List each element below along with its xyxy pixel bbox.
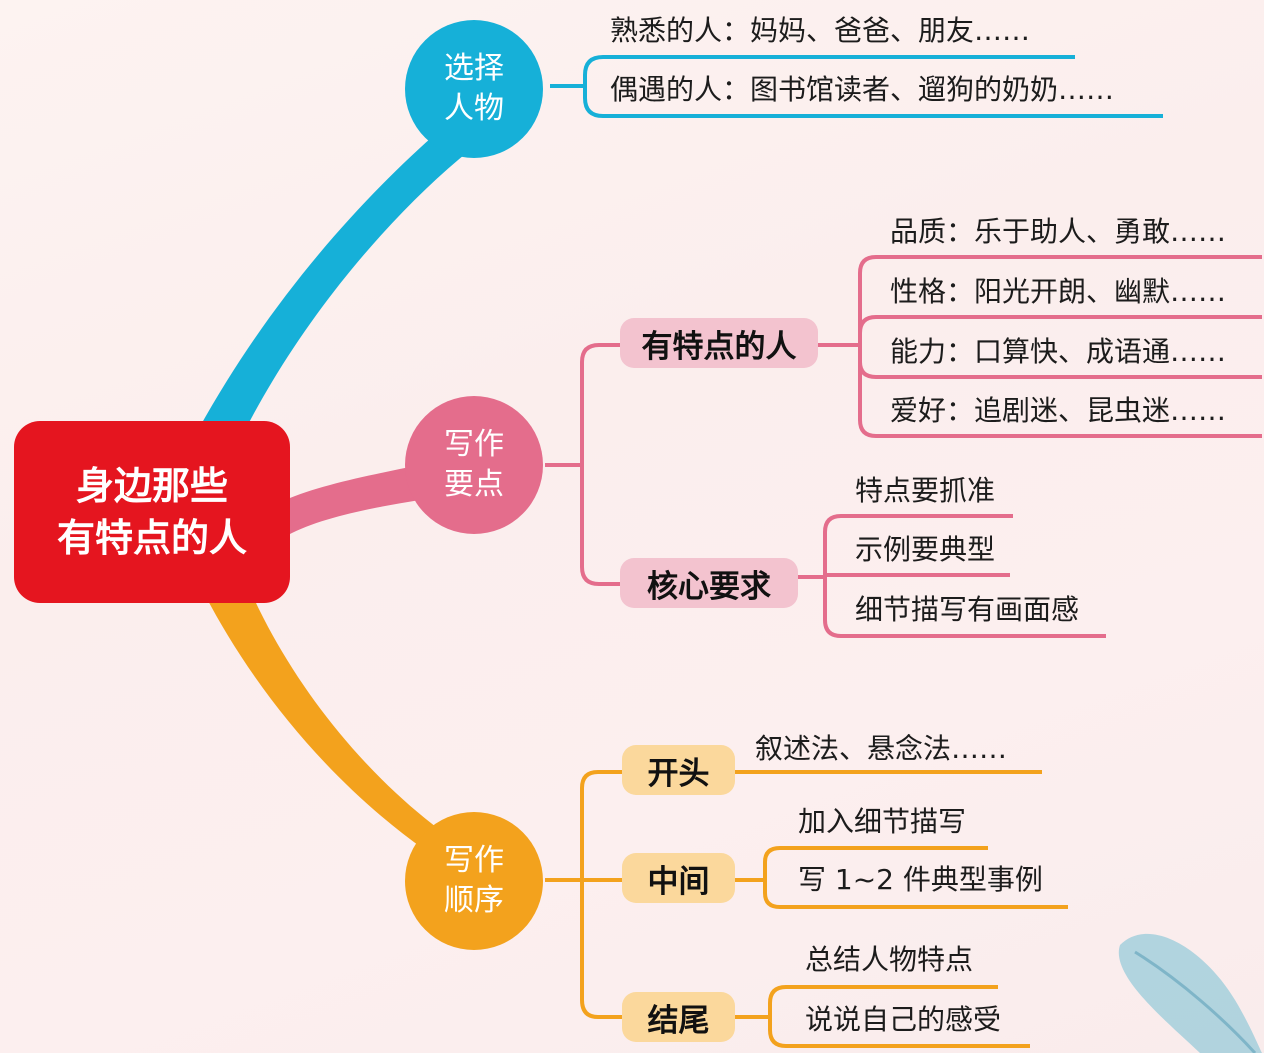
leaf-select-1: 熟悉的人：妈妈、爸爸、朋友…… bbox=[610, 14, 1031, 47]
leaf-core-2: 示例要典型 bbox=[855, 533, 996, 566]
trunk-orange bbox=[205, 590, 440, 850]
leaf-core-3: 细节描写有画面感 bbox=[855, 593, 1080, 626]
trunk-pink bbox=[285, 465, 420, 535]
leaf-middle-2: 写 1~2 件典型事例 bbox=[798, 863, 1043, 896]
root-node: 身边那些 有特点的人 bbox=[14, 421, 290, 603]
branch-order-line2: 顺序 bbox=[444, 883, 504, 918]
leaf-ending-2: 说说自己的感受 bbox=[805, 1003, 1002, 1036]
sub-node-core: 核心要求 bbox=[620, 558, 798, 608]
sub-node-opening: 开头 bbox=[622, 745, 735, 795]
pink-sub2-bracket bbox=[798, 514, 1106, 638]
leaf-decoration-icon bbox=[1118, 933, 1262, 1053]
pink-sub1-bracket bbox=[818, 255, 1262, 438]
sub-node-middle: 中间 bbox=[622, 853, 735, 903]
branch-points-node: 写作 要点 bbox=[405, 396, 543, 534]
leaf-features-4: 爱好：追剧迷、昆虫迷…… bbox=[890, 394, 1227, 427]
leaf-select-2: 偶遇的人：图书馆读者、遛狗的奶奶…… bbox=[610, 73, 1115, 106]
branch-select-line2: 人物 bbox=[444, 91, 504, 126]
root-line1: 身边那些 bbox=[75, 464, 228, 508]
branch-order-node: 写作 顺序 bbox=[405, 812, 543, 950]
sub-node-ending: 结尾 bbox=[622, 992, 735, 1042]
sub-node-features: 有特点的人 bbox=[620, 318, 818, 368]
root-line2: 有特点的人 bbox=[56, 516, 247, 560]
orange-bracket bbox=[545, 770, 622, 1019]
orange-sub2-bracket bbox=[735, 846, 1068, 909]
branch-select-node: 选择 人物 bbox=[405, 20, 543, 158]
leaf-core-1: 特点要抓准 bbox=[855, 474, 996, 507]
branch-select-line1: 选择 bbox=[444, 51, 504, 86]
leaf-features-3: 能力：口算快、成语通…… bbox=[890, 335, 1227, 368]
branch-points-line1: 写作 bbox=[444, 427, 504, 462]
leaf-features-2: 性格：阳光开朗、幽默…… bbox=[890, 275, 1227, 308]
orange-sub3-bracket bbox=[735, 985, 1030, 1048]
branch-points-line2: 要点 bbox=[444, 467, 504, 502]
leaf-middle-1: 加入细节描写 bbox=[798, 805, 967, 838]
pink-bracket bbox=[545, 343, 620, 586]
blue-bracket bbox=[550, 55, 1163, 118]
leaf-opening-1: 叙述法、悬念法…… bbox=[755, 732, 1008, 765]
leaf-ending-1: 总结人物特点 bbox=[805, 943, 974, 976]
leaf-features-1: 品质：乐于助人、勇敢…… bbox=[890, 215, 1227, 248]
trunk-blue bbox=[198, 130, 470, 440]
branch-order-line1: 写作 bbox=[444, 843, 504, 878]
